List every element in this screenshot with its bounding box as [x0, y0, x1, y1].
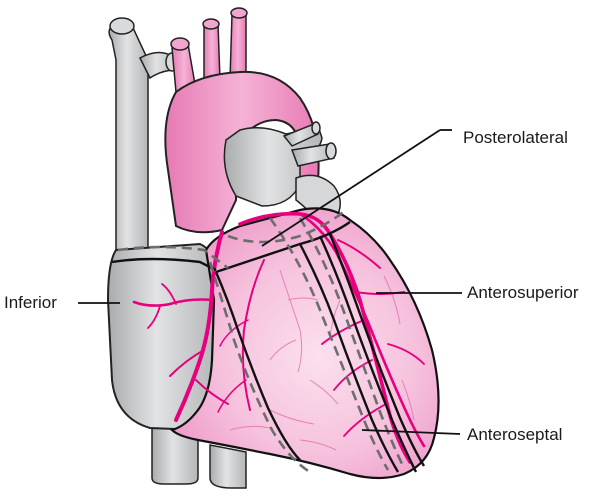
anterosuperior-label: Anterosuperior — [467, 283, 579, 302]
anteroseptal-label: Anteroseptal — [467, 425, 562, 444]
inferior-label: Inferior — [4, 293, 57, 312]
posterolateral-label: Posterolateral — [463, 128, 568, 147]
right-atrium — [108, 244, 216, 430]
